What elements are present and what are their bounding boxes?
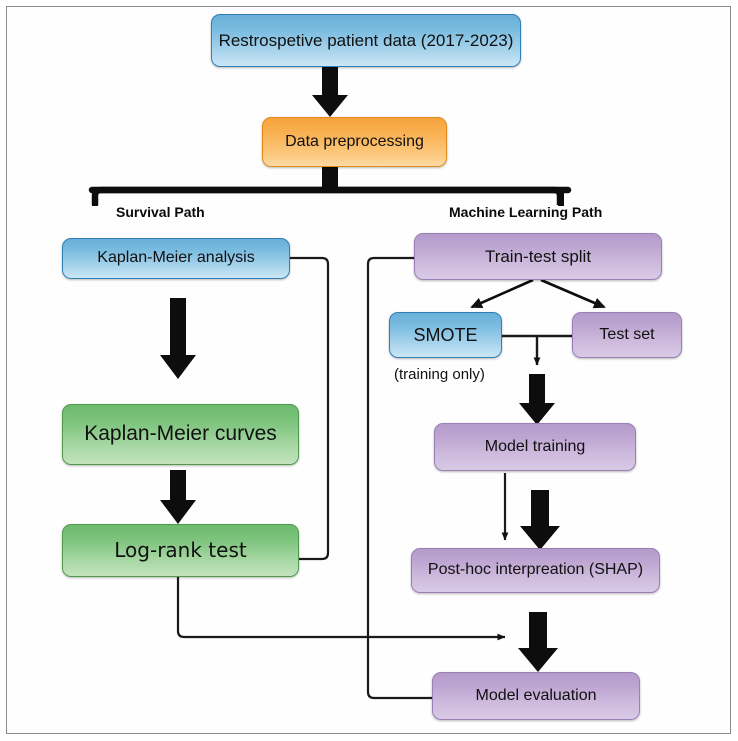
caption-smote-training-only: (training only): [394, 366, 485, 383]
node-kaplan-meier-analysis-label: Kaplan-Meier analysis: [97, 249, 255, 267]
node-model-evaluation-label: Model evaluation: [475, 686, 597, 704]
node-train-test-split[interactable]: Train-test split: [414, 233, 662, 280]
node-data-preprocessing-label: Data preprocessing: [285, 132, 424, 150]
label-ml-path: Machine Learning Path: [449, 204, 602, 220]
node-shap-label: Post-hoc interpreation (SHAP): [427, 561, 644, 579]
node-test-set[interactable]: Test set: [572, 312, 682, 358]
label-ml-path-text: Machine Learning Path: [449, 204, 603, 220]
node-shap[interactable]: Post-hoc interpreation (SHAP): [411, 548, 660, 593]
node-kaplan-meier-analysis[interactable]: Kaplan-Meier analysis: [62, 238, 290, 279]
node-smote-label: SMOTE: [413, 324, 478, 345]
figure-border: [6, 6, 731, 734]
label-survival-path-text: Survival Path: [116, 204, 205, 220]
node-kaplan-meier-curves-label: Kaplan-Meier curves: [84, 422, 277, 446]
label-survival-path: Survival Path: [116, 204, 205, 220]
node-smote[interactable]: SMOTE: [389, 312, 502, 358]
node-source-data[interactable]: Restrospetive patient data (2017-2023): [211, 14, 521, 67]
node-train-test-split-label: Train-test split: [484, 246, 592, 266]
caption-smote-training-only-text: (training only): [394, 366, 485, 383]
node-log-rank-test[interactable]: Log-rank test: [62, 524, 299, 577]
node-kaplan-meier-curves[interactable]: Kaplan-Meier curves: [62, 404, 299, 465]
node-data-preprocessing[interactable]: Data preprocessing: [262, 117, 447, 167]
node-model-evaluation[interactable]: Model evaluation: [432, 672, 640, 720]
node-model-training[interactable]: Model training: [434, 423, 636, 471]
node-test-set-label: Test set: [599, 325, 655, 343]
node-log-rank-test-label: Log-rank test: [114, 538, 247, 562]
node-source-data-label: Restrospetive patient data (2017-2023): [218, 30, 514, 50]
node-model-training-label: Model training: [484, 437, 586, 455]
